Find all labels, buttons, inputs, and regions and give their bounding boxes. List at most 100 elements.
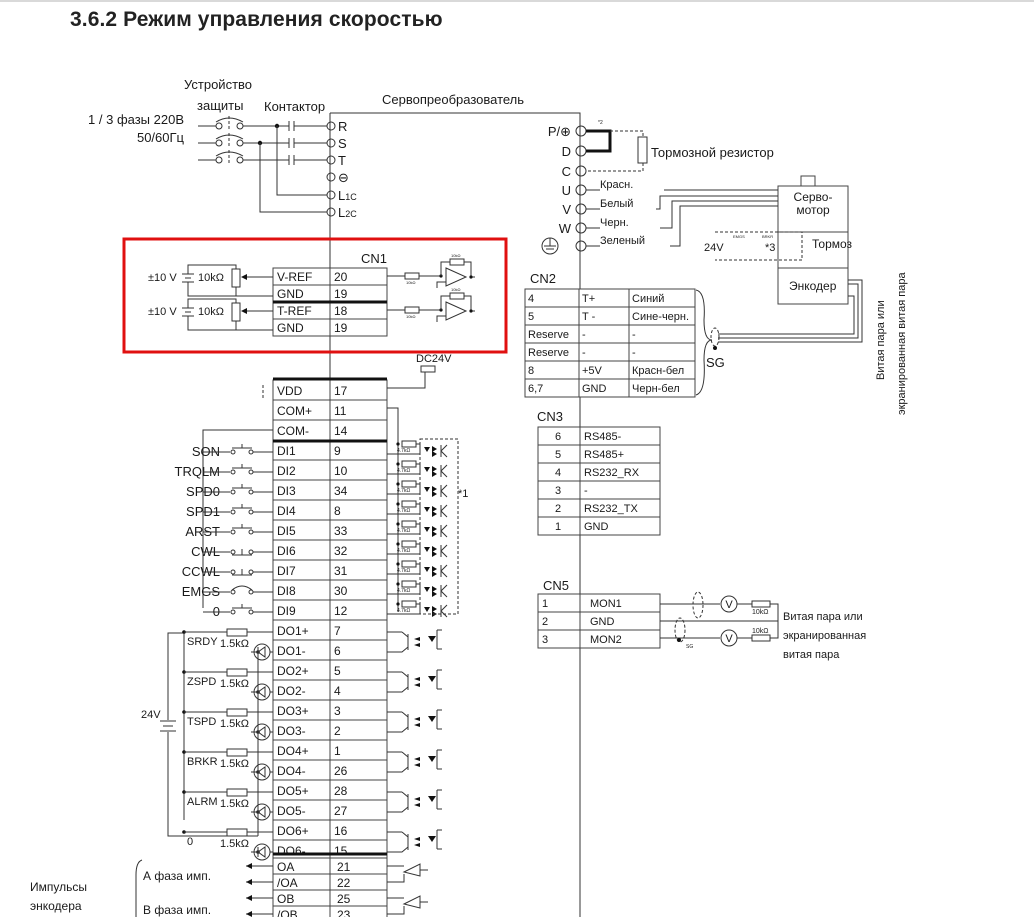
switch-contact (248, 589, 254, 595)
brake-box (777, 231, 849, 269)
enc-signal: OB (277, 892, 294, 906)
io-pin: 33 (334, 524, 348, 538)
enc-arrow-icon (246, 863, 252, 869)
opto-output-transistor (387, 671, 409, 693)
input-resistor (401, 460, 417, 468)
feedback-wire (464, 295, 475, 312)
shield-dot (713, 346, 717, 350)
led-icon (428, 636, 436, 642)
io-signal: COM- (277, 424, 309, 438)
do-supply-label: 24V (141, 709, 161, 721)
monitor-pot-label: 10kΩ (752, 609, 769, 616)
wiper-arrow (241, 274, 247, 280)
l2c-wire (259, 143, 327, 213)
diode-glyph (257, 766, 266, 778)
io-signal: DO1- (277, 644, 306, 658)
cn2-signal: - (582, 329, 586, 341)
analog-source-label: ±10 V (148, 306, 177, 318)
cn2-color: Синий (632, 293, 664, 305)
contactor-label: Контактор (264, 99, 325, 114)
cn5-note-2: экранированная (783, 630, 866, 642)
switch-contact (230, 489, 236, 495)
feedback-resistor (449, 258, 465, 266)
monitor-pot (751, 634, 771, 642)
gnd-wire (187, 316, 273, 331)
io-signal: DI3 (277, 484, 296, 498)
opto-arrows-icon (414, 757, 420, 767)
junction-dot (396, 482, 400, 486)
enc-pin: 21 (337, 860, 351, 874)
led-icon (428, 716, 436, 722)
enc-signal: /OB (277, 908, 298, 917)
di-function-label: ARST (185, 524, 220, 539)
shield-icon (674, 617, 686, 643)
led-wire (436, 789, 442, 810)
led-icon (428, 676, 436, 682)
cn3-signal-cell (579, 516, 661, 536)
top-divider (0, 0, 1034, 2)
load-resistor (226, 788, 248, 797)
junction-dot (396, 462, 400, 466)
io-pin: 28 (334, 784, 348, 798)
opto-arrows-icon (432, 606, 437, 617)
switch-contact (230, 509, 236, 515)
cn3-pin: 3 (555, 485, 561, 497)
terminal-V (575, 203, 587, 215)
cn3-pin: 5 (555, 449, 561, 461)
wire-color-label: Зеленый (600, 235, 645, 247)
di-function-label: CCWL (182, 564, 220, 579)
io-signal: DO4- (277, 764, 306, 778)
cn3-signal: RS232_TX (584, 503, 638, 515)
input-resistor-label: 4.7kΩ (397, 468, 410, 474)
io-pin: 34 (334, 484, 348, 498)
encoder-group-label-1: Импульсы (30, 880, 87, 894)
cn2-cell (628, 378, 696, 398)
diode-glyph (257, 806, 266, 818)
io-signal: DI8 (277, 584, 296, 598)
cn1-title: CN1 (361, 251, 387, 266)
voltmeter-label: V (725, 599, 733, 611)
opto-arrows-icon (414, 837, 420, 847)
brake-resistor-label: Тормозной резистор (651, 145, 774, 160)
terminal-label: D (562, 144, 571, 159)
note-2: *2 (598, 120, 603, 126)
diode-glyph (257, 646, 266, 658)
io-signal: DO6- (277, 844, 306, 858)
io-pin: 10 (334, 464, 348, 478)
opto-output-transistor (387, 791, 409, 813)
shield-dot (677, 638, 681, 642)
cn2-pin: 4 (528, 293, 534, 305)
resistor-wire (586, 163, 644, 172)
feedback-wire (440, 261, 450, 276)
phototransistor-icon (440, 524, 448, 538)
cn5-note-3: витая пара (783, 649, 840, 661)
input-resistor (401, 520, 417, 528)
io-signal: DI4 (277, 504, 296, 518)
cn5-pin: 2 (542, 616, 548, 628)
cn2-color: Красн-бел (632, 365, 684, 377)
switch-contact (248, 449, 254, 455)
switch-contact (248, 509, 254, 515)
opto-arrows-icon (432, 486, 437, 497)
terminal-W (575, 222, 587, 234)
led-icon (424, 527, 430, 532)
cn5-title: CN5 (543, 578, 569, 593)
brake-resistor (637, 136, 648, 164)
io-pin: 27 (334, 804, 348, 818)
load-resistor (226, 708, 248, 717)
protection-label-2: защиты (197, 98, 243, 113)
cn5-table: CN5 Витая пара или экранированная витая … (537, 578, 866, 661)
switch-contact (230, 529, 236, 535)
io-pin: 12 (334, 604, 348, 618)
enc-signal: /OA (277, 876, 298, 890)
led-icon (424, 487, 430, 492)
wire-v (656, 195, 778, 210)
terminal-⊖ (326, 172, 336, 182)
encoder-cable-2 (718, 283, 859, 339)
cn2-title: CN2 (530, 271, 556, 286)
pot-label: 10kΩ (198, 272, 224, 284)
io-pin: 2 (334, 724, 341, 738)
io-pin: 31 (334, 564, 348, 578)
encoder-pulse-section: Импульсы энкодера А фаза имп. В фаза имп… (30, 857, 428, 917)
